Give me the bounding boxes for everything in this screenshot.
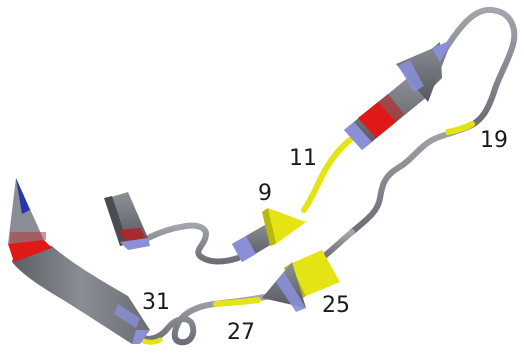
residue-label-9: 9 bbox=[258, 181, 272, 206]
beta-strand-left bbox=[8, 178, 150, 344]
random-coil bbox=[135, 6, 518, 346]
beta-strand-top-right bbox=[344, 40, 452, 150]
beta-strand-lower-middle bbox=[262, 250, 340, 312]
residue-label-27: 27 bbox=[227, 320, 255, 345]
residue-label-11: 11 bbox=[289, 146, 317, 171]
short-strand-left bbox=[104, 192, 150, 250]
residue-label-25: 25 bbox=[322, 293, 350, 318]
residue-label-19: 19 bbox=[480, 128, 508, 153]
residue-label-31: 31 bbox=[142, 290, 170, 315]
beta-strand-middle bbox=[232, 208, 306, 262]
